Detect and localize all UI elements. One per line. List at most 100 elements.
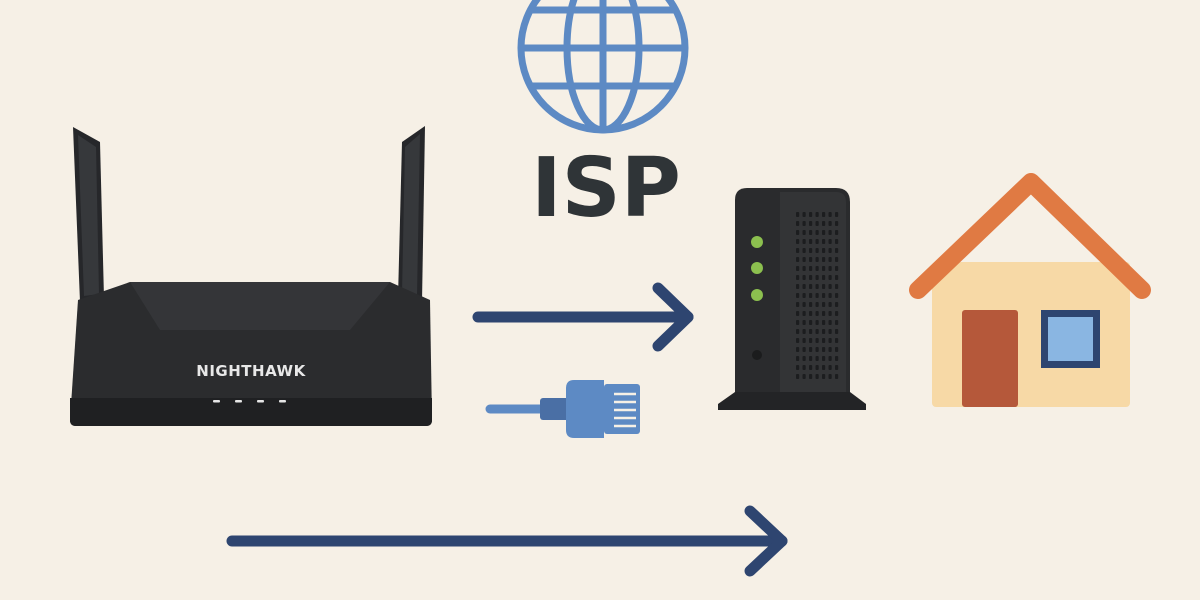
modem-vent-slot: [828, 311, 832, 316]
modem-vent-slot: [809, 284, 813, 289]
modem-vent-slot: [822, 230, 826, 235]
modem-power-button: [752, 350, 762, 360]
modem-vent-slot: [815, 374, 819, 379]
modem-vent-slot: [828, 266, 832, 271]
modem-vent-slot: [809, 374, 813, 379]
cable-modem-icon: [718, 188, 866, 410]
modem-vent-slot: [815, 347, 819, 352]
router-antenna-left: [73, 127, 104, 302]
isp-label: ISP: [531, 141, 681, 236]
globe-icon: [517, 0, 689, 134]
modem-vent-slot: [822, 266, 826, 271]
modem-stand: [718, 392, 866, 410]
modem-vent-slot: [828, 347, 832, 352]
modem-vent-slot: [802, 311, 806, 316]
modem-vent-slot: [822, 221, 826, 226]
modem-vent-slot: [796, 338, 800, 343]
modem-vent-slot: [828, 221, 832, 226]
modem-vent-slot: [815, 275, 819, 280]
modem-vent-slot: [796, 365, 800, 370]
modem-vent-slot: [802, 347, 806, 352]
modem-vent-slot: [796, 302, 800, 307]
bottom-flow-arrow: [226, 505, 788, 577]
modem-vent-slot: [822, 284, 826, 289]
modem-vent-slot: [809, 329, 813, 334]
modem-vent-slot: [828, 374, 832, 379]
modem-vent-slot: [828, 212, 832, 217]
modem-vent-slot: [835, 221, 839, 226]
modem-vent-slot: [796, 374, 800, 379]
modem-vent-slot: [796, 248, 800, 253]
modem-vent-slot: [796, 266, 800, 271]
modem-vent-slot: [815, 365, 819, 370]
modem-vent-slot: [809, 212, 813, 217]
router-to-modem-arrow: [472, 282, 694, 352]
modem-vent-slot: [802, 212, 806, 217]
modem-vent-slot: [822, 374, 826, 379]
modem-vent-slot: [815, 212, 819, 217]
modem-vent-slot: [835, 347, 839, 352]
modem-vent-slot: [828, 275, 832, 280]
router-antenna-right: [398, 126, 425, 302]
modem-vent-slot: [802, 275, 806, 280]
modem-vent-slot: [815, 293, 819, 298]
modem-vent-slot: [835, 230, 839, 235]
modem-vent-slot: [828, 239, 832, 244]
modem-vent-slot: [802, 239, 806, 244]
modem-vent-slot: [809, 338, 813, 343]
modem-vent-slot: [835, 284, 839, 289]
modem-vent-slot: [828, 302, 832, 307]
modem-vent-slot: [802, 302, 806, 307]
modem-vent-slot: [822, 320, 826, 325]
modem-vent-slot: [815, 329, 819, 334]
modem-vent-slot: [809, 311, 813, 316]
house-window: [1048, 317, 1093, 361]
modem-vent-slot: [802, 284, 806, 289]
modem-vent-slot: [835, 338, 839, 343]
modem-led: [751, 289, 763, 301]
modem-vent-slot: [828, 248, 832, 253]
modem-vent-slot: [822, 275, 826, 280]
modem-vent-slot: [835, 266, 839, 271]
house-icon: [909, 173, 1151, 407]
modem-vent-slot: [815, 338, 819, 343]
modem-vent-grille: [796, 212, 839, 379]
modem-vent-slot: [796, 257, 800, 262]
modem-vent-slot: [822, 212, 826, 217]
modem-vent-slot: [809, 239, 813, 244]
modem-vent-slot: [822, 311, 826, 316]
modem-vent-slot: [822, 302, 826, 307]
modem-vent-slot: [815, 239, 819, 244]
modem-vent-slot: [809, 320, 813, 325]
modem-vent-slot: [835, 320, 839, 325]
modem-vent-slot: [835, 212, 839, 217]
modem-vent-slot: [815, 302, 819, 307]
ethernet-plug-icon: [485, 380, 640, 438]
modem-led: [751, 236, 763, 248]
modem-vent-slot: [809, 221, 813, 226]
modem-vent-slot: [822, 338, 826, 343]
modem-vent-slot: [809, 302, 813, 307]
modem-vent-slot: [815, 257, 819, 262]
house-door: [962, 310, 1018, 407]
modem-vent-slot: [802, 293, 806, 298]
modem-vent-slot: [809, 356, 813, 361]
modem-vent-slot: [828, 338, 832, 343]
modem-vent-slot: [802, 365, 806, 370]
modem-vent-slot: [815, 284, 819, 289]
modem-vent-slot: [835, 329, 839, 334]
modem-vent-slot: [809, 230, 813, 235]
modem-vent-slot: [822, 239, 826, 244]
modem-vent-slot: [815, 356, 819, 361]
router-top-panel: [130, 282, 390, 330]
modem-vent-slot: [796, 230, 800, 235]
modem-vent-slot: [822, 356, 826, 361]
modem-vent-slot: [809, 248, 813, 253]
modem-vent-slot: [835, 374, 839, 379]
modem-vent-slot: [815, 311, 819, 316]
modem-vent-slot: [835, 356, 839, 361]
house-roof: [909, 173, 1151, 299]
modem-vent-slot: [835, 311, 839, 316]
modem-vent-slot: [828, 356, 832, 361]
